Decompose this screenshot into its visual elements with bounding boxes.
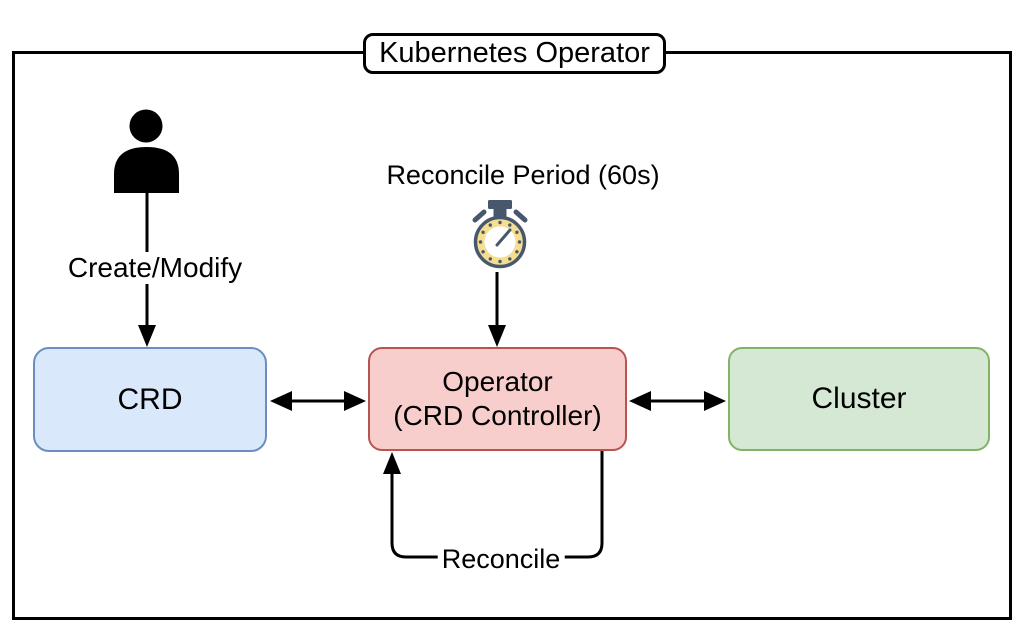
node-crd: CRD <box>33 347 267 452</box>
stopwatch-icon <box>472 200 528 269</box>
arrow-operator-cluster <box>629 391 726 411</box>
arrow-timer-to-operator <box>488 272 506 347</box>
edge-label-reconcile-period: Reconcile Period (60s) <box>382 160 664 191</box>
edge-label-reconcile: Reconcile <box>437 544 565 575</box>
edge-label-create-modify: Create/Modify <box>63 252 247 284</box>
node-operator-sublabel: (CRD Controller) <box>393 400 602 431</box>
node-cluster-label: Cluster <box>811 382 907 415</box>
diagram-title: Kubernetes Operator <box>379 37 650 69</box>
node-operator: Operator (CRD Controller) <box>368 347 627 451</box>
arrow-reconcile-loop <box>383 451 604 559</box>
node-operator-label: Operator <box>442 366 553 397</box>
user-icon <box>114 109 179 193</box>
arrow-crd-operator <box>270 391 366 411</box>
node-crd-label: CRD <box>117 382 183 416</box>
diagram-title-box: Kubernetes Operator <box>363 33 666 74</box>
node-cluster: Cluster <box>728 347 990 451</box>
